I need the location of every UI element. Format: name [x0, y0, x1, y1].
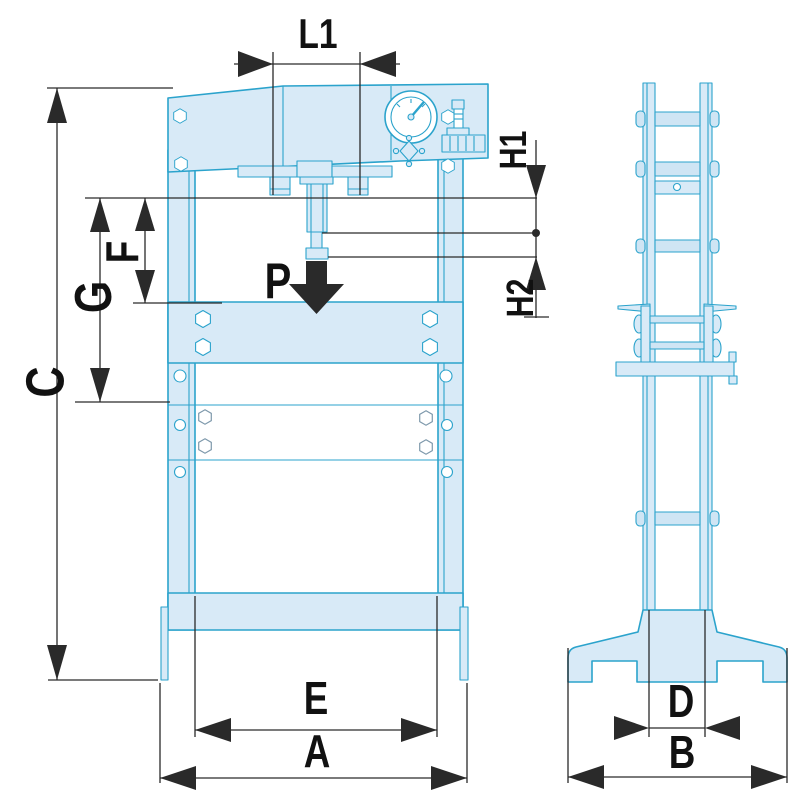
mount-bolt	[269, 176, 291, 196]
table-bolt-icon	[195, 337, 211, 357]
label-d: D	[668, 675, 695, 727]
label-h1: H1	[493, 131, 535, 170]
dimension-g: G	[64, 198, 170, 403]
dimensions: L1 C G F	[16, 12, 788, 790]
base	[160, 592, 469, 681]
release-valve-icon	[392, 134, 426, 168]
dimension-e: E	[194, 596, 438, 742]
beam-nut-icon	[173, 108, 187, 124]
dimension-l1: L1	[234, 12, 400, 195]
beam-nut-icon	[441, 109, 455, 125]
table-bolt-icon	[422, 309, 438, 329]
label-a: A	[304, 725, 331, 777]
lower-support-rail	[168, 404, 463, 461]
table-bolt-icon	[422, 337, 438, 357]
right-column	[437, 149, 464, 631]
left-foot	[160, 606, 169, 681]
dimension-a: A	[159, 683, 468, 790]
cross-braces	[635, 110, 720, 527]
side-foot	[567, 609, 788, 683]
pin	[728, 375, 738, 385]
bolt-icon	[419, 439, 433, 455]
ram-rod	[310, 231, 323, 249]
bolt-icon	[198, 409, 212, 425]
dimension-d: D	[614, 610, 740, 740]
beam-nut-icon	[441, 158, 455, 174]
dimension-c: C	[16, 87, 173, 681]
right-foot	[459, 606, 469, 681]
force-arrow-icon	[289, 261, 344, 314]
pin	[728, 351, 737, 363]
front-view: P	[160, 83, 489, 681]
left-column	[167, 149, 196, 631]
ram-nose	[305, 247, 329, 260]
dimension-f: F	[96, 198, 222, 304]
top-beam	[167, 83, 489, 174]
beam-nut-icon	[174, 156, 188, 172]
bolt-icon	[419, 410, 433, 426]
column-holes	[173, 369, 454, 479]
side-table-plate	[615, 361, 735, 377]
dimension-h1: H1	[493, 131, 546, 318]
dimension-b: B	[567, 648, 788, 789]
label-e: E	[304, 672, 329, 724]
label-c: C	[16, 366, 76, 397]
bolt-icon	[198, 438, 212, 454]
hydraulic-ram	[237, 160, 393, 260]
label-p: P	[265, 253, 292, 309]
side-view	[567, 82, 788, 683]
label-g: G	[64, 281, 123, 313]
label-h2: H2	[500, 279, 542, 318]
table-bolt-icon	[195, 309, 211, 329]
dimension-h2: H2	[500, 257, 549, 318]
label-f: F	[96, 241, 148, 263]
table-carriage	[615, 303, 738, 385]
pressure-gauge-icon	[384, 90, 438, 144]
label-l1: L1	[298, 12, 337, 58]
mount-bolt	[347, 176, 369, 196]
label-b: B	[669, 726, 696, 778]
cylinder-body	[306, 183, 328, 233]
pump-fitting-icon	[441, 99, 486, 153]
